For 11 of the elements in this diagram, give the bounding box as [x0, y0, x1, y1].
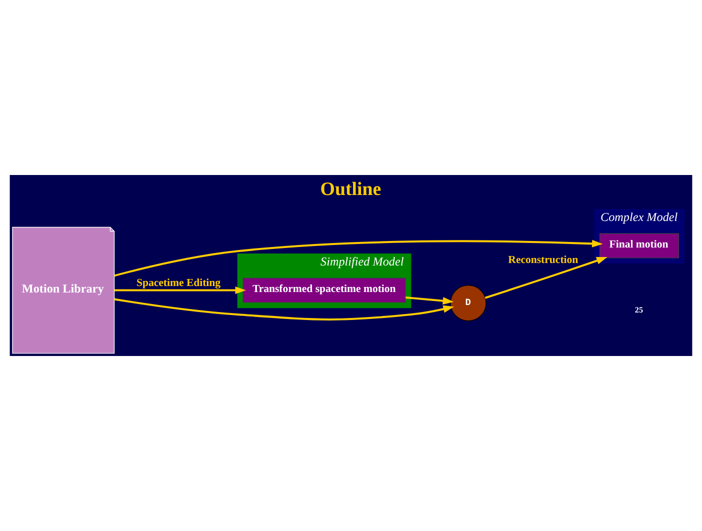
diagram-title: Outline — [320, 178, 382, 200]
arrow — [114, 298, 454, 320]
arrow — [114, 240, 603, 277]
arrow — [406, 296, 454, 305]
arrow — [484, 257, 608, 299]
node-box: Transformed spacetime motion — [242, 278, 406, 303]
edge-label: Spacetime Editing — [136, 277, 221, 290]
arrow — [114, 286, 246, 294]
node-circle: D — [450, 285, 486, 322]
edge-label: Reconstruction — [508, 254, 578, 266]
node-box: Final motion — [600, 233, 680, 258]
